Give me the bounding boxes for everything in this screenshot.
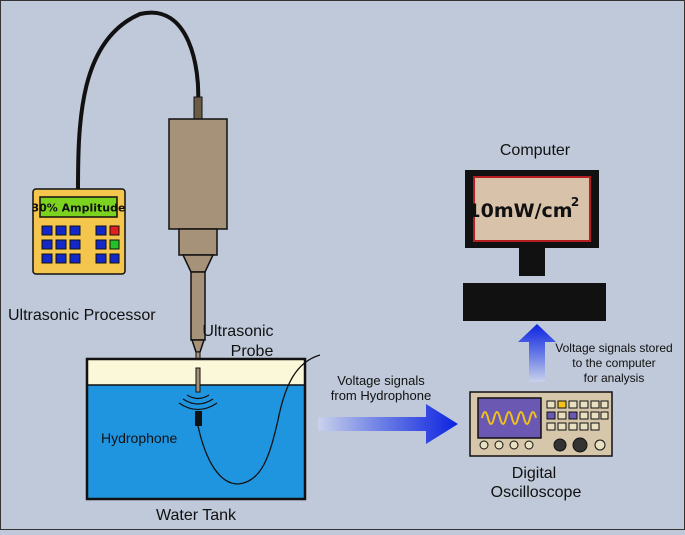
tank-outline [85,357,307,501]
water-tank-label: Water Tank [156,507,237,524]
digital-oscilloscope [469,391,613,457]
arrow-to-computer [518,324,556,382]
hydrophone-cable [197,354,321,485]
oscilloscope-waveform [481,411,537,425]
arrow-scope-label-line1: Voltage signals [337,373,425,388]
oscilloscope-label-line2: Oscilloscope [491,484,582,501]
processor-keypad [41,225,120,264]
processor-cable [76,10,201,191]
arrow-scope-label-line2: from Hydrophone [331,388,431,403]
computer-screen-value: 10mW/cm [467,200,572,222]
oscilloscope-knobs [479,437,606,453]
computer-base [463,283,606,321]
ultrasonic-probe [168,96,228,393]
probe-label-line2: Probe [231,343,274,360]
computer-stand [519,248,545,276]
arrow-computer-label-line3: for analysis [584,371,645,385]
arrow-computer-label-line2: to the computer [572,356,655,370]
probe-label-line1: Ultrasonic [202,323,273,340]
computer-screen-exponent: 2 [571,195,579,209]
probe-housing [168,118,228,230]
oscilloscope-buttons [546,400,609,431]
acoustic-waves [178,394,218,411]
arrow-computer-label-line1: Voltage signals stored [555,341,672,355]
hydrophone-sensor [195,411,202,426]
hydrophone-label: Hydrophone [101,430,177,446]
arrow-to-oscilloscope [318,404,458,444]
processor-label: Ultrasonic Processor [8,307,156,324]
processor-display-text: 30% Amplitude [32,202,126,215]
computer: 10mW/cm 2 [463,170,606,321]
ultrasonic-processor: 30% Amplitude [32,188,126,275]
processor-display [39,196,118,218]
computer-label: Computer [500,142,571,159]
computer-screen [473,176,591,242]
oscilloscope-label-line1: Digital [512,465,556,482]
